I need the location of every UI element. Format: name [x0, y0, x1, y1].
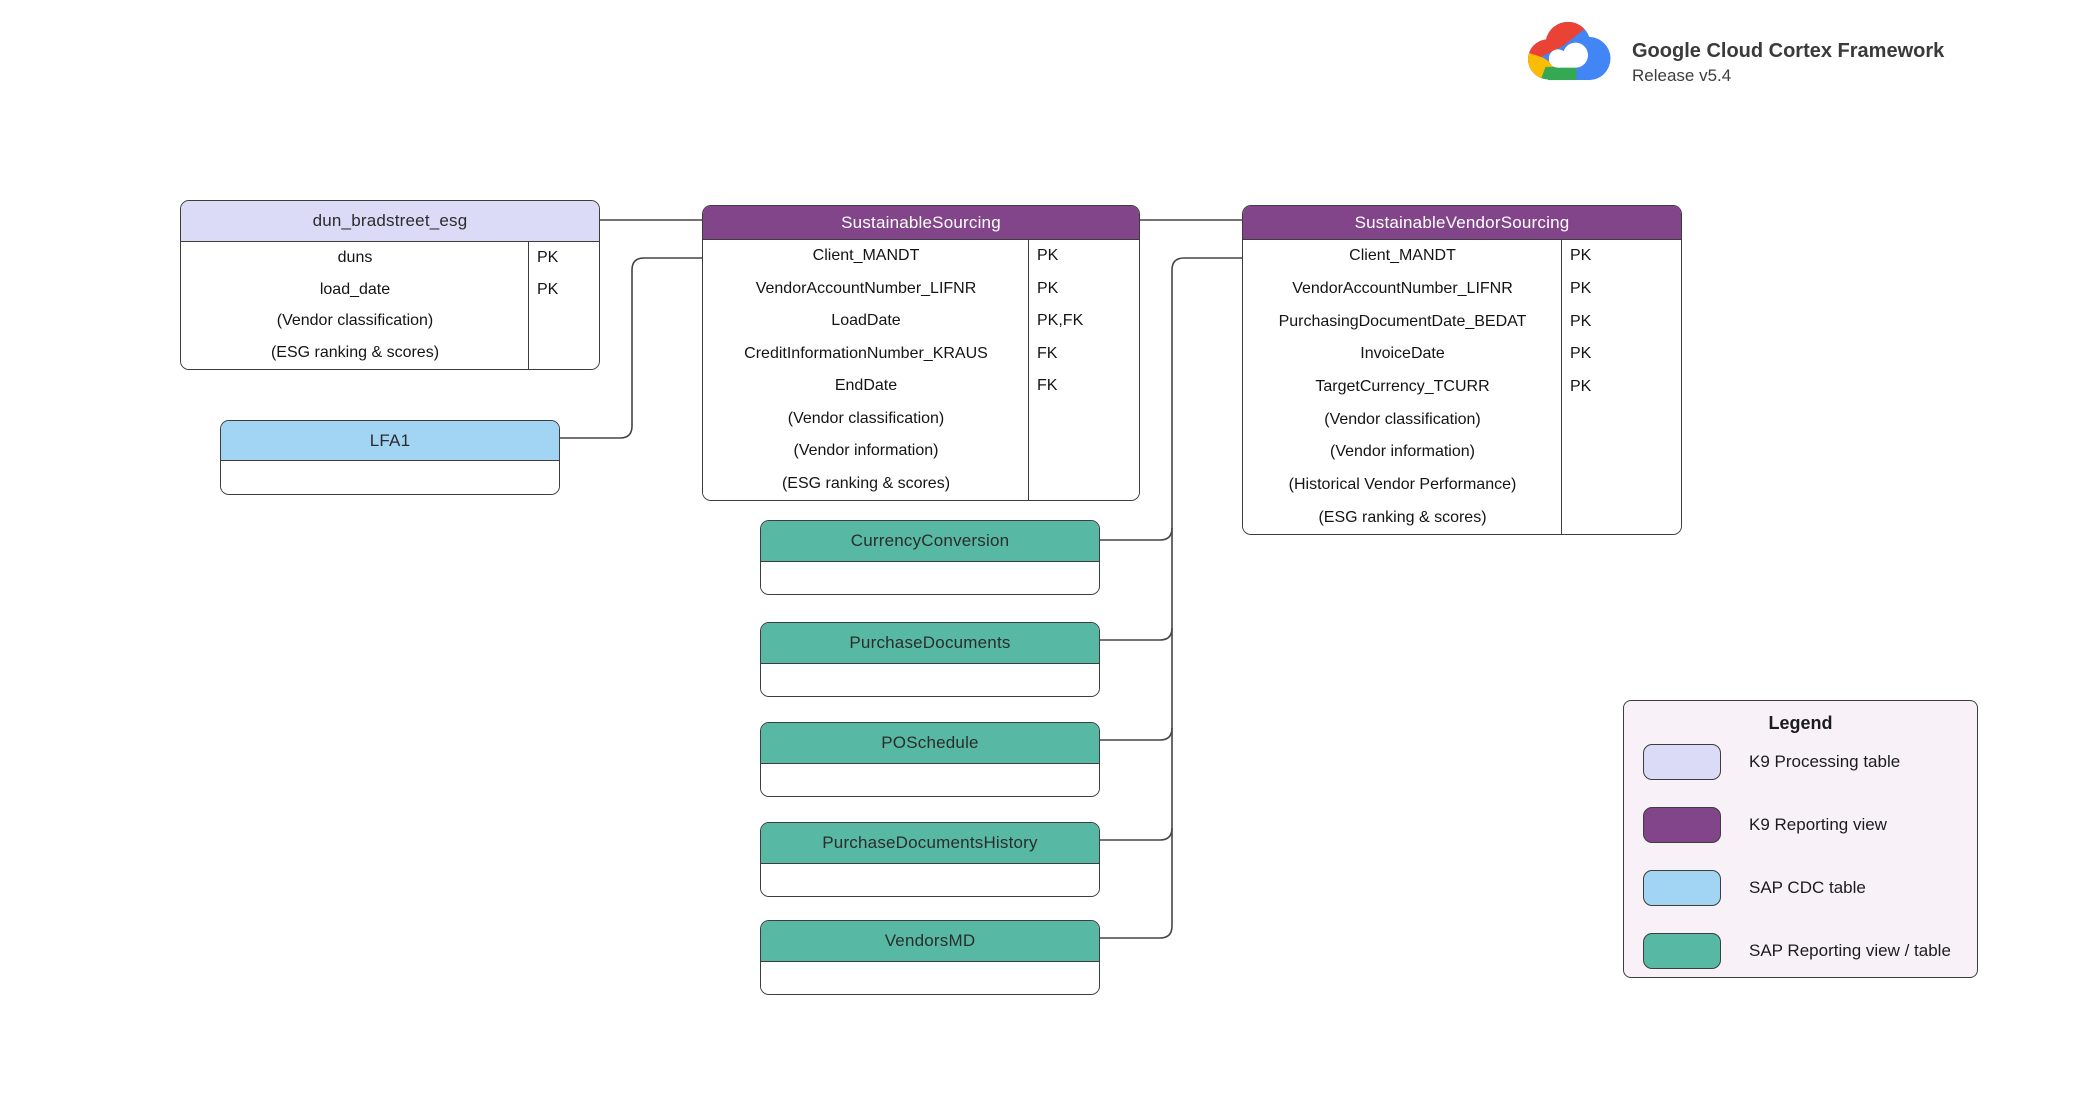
table-header-vendors-md: VendorsMD [761, 921, 1099, 962]
field-key: PK [537, 280, 559, 298]
field-name: (ESG ranking & scores) [781, 474, 951, 492]
table-row: EndDate FK [703, 370, 1139, 403]
k9-processing-swatch-icon [1643, 744, 1721, 780]
table-row: InvoiceDate PK [1243, 338, 1681, 371]
field-name: VendorAccountNumber_LIFNR [1292, 280, 1513, 297]
field-name: Client_MANDT [812, 247, 920, 265]
table-row: (Vendor information) [703, 435, 1139, 468]
table-row: (ESG ranking & scores) [1243, 501, 1681, 534]
field-key: PK [1037, 247, 1059, 265]
edge-po-schedule-branch [1100, 727, 1173, 741]
legend-item-k9-processing: K9 Processing table [1624, 744, 1977, 780]
table-row: TargetCurrency_TCURR PK [1243, 371, 1681, 404]
legend-title: Legend [1768, 713, 1833, 733]
field-key: PK [1570, 345, 1592, 363]
sap-cdc-swatch-icon [1643, 870, 1721, 906]
table-po-schedule: POSchedule [760, 722, 1100, 797]
table-row: (Vendor classification) [1243, 403, 1681, 436]
k9-reporting-swatch-icon [1643, 807, 1721, 843]
field-name: (Vendor information) [1330, 443, 1475, 461]
field-key: PK [1570, 378, 1592, 396]
field-name: (Vendor classification) [1324, 410, 1481, 428]
legend: Legend K9 Processing table K9 Reporting … [1623, 700, 1978, 978]
table-row: Client_MANDT PK [1243, 240, 1681, 273]
edge-currency-conversion-branch [1100, 527, 1173, 541]
field-key: PK [1570, 280, 1592, 297]
table-purchase-documents: PurchaseDocuments [760, 622, 1100, 697]
field-name: load_date [319, 280, 391, 298]
table-row: (ESG ranking & scores) [703, 468, 1139, 501]
field-name: EndDate [834, 377, 898, 395]
edge-purchase-documents-branch [1100, 627, 1173, 641]
field-name: PurchasingDocumentDate_BEDAT [1278, 312, 1527, 330]
field-name: CreditInformationNumber_KRAUS [744, 344, 988, 362]
field-name: (Vendor classification) [276, 312, 434, 330]
field-name: TargetCurrency_TCURR [1315, 378, 1490, 396]
field-name: duns [337, 248, 373, 266]
table-header-dun-bradstreet-esg: dun_bradstreet_esg [181, 201, 599, 242]
legend-item-sap-reporting: SAP Reporting view / table [1624, 933, 1977, 969]
field-name: (Vendor classification) [787, 409, 945, 427]
field-key: PK [1570, 312, 1592, 330]
sap-reporting-swatch-icon [1643, 933, 1721, 969]
table-row: LoadDate PK,FK [703, 305, 1139, 338]
brand-block: Google Cloud Cortex Framework Release v5… [1518, 6, 1944, 96]
field-name: (Historical Vendor Performance) [1288, 476, 1517, 494]
table-purchase-documents-history: PurchaseDocumentsHistory [760, 822, 1100, 897]
legend-label: SAP CDC table [1749, 878, 1866, 897]
table-header-po-schedule: POSchedule [761, 723, 1099, 764]
legend-item-sap-cdc: SAP CDC table [1624, 870, 1977, 906]
field-name: LoadDate [831, 312, 901, 330]
field-key: PK [1037, 279, 1059, 297]
table-header-sustainable-vendor-sourcing: SustainableVendorSourcing [1243, 206, 1681, 240]
table-currency-conversion: CurrencyConversion [760, 520, 1100, 595]
field-key: PK,FK [1037, 312, 1084, 330]
legend-label: K9 Processing table [1749, 752, 1901, 771]
field-key: FK [1037, 344, 1058, 362]
table-row: duns PK [181, 242, 599, 274]
table-row: (Vendor classification) [181, 306, 599, 338]
table-header-currency-conversion: CurrencyConversion [761, 521, 1099, 562]
field-name: (Vendor information) [793, 442, 939, 460]
table-row: (Vendor classification) [703, 403, 1139, 436]
brand-release-version: Release v5.4 [1632, 66, 1732, 85]
legend-item-k9-reporting: K9 Reporting view [1624, 807, 1977, 843]
field-key: PK [1570, 247, 1592, 265]
table-row: CreditInformationNumber_KRAUS FK [703, 338, 1139, 371]
field-name: (ESG ranking & scores) [270, 344, 440, 362]
table-vendors-md: VendorsMD [760, 920, 1100, 995]
field-key: FK [1037, 377, 1058, 395]
table-row: (Historical Vendor Performance) [1243, 469, 1681, 502]
field-name: VendorAccountNumber_LIFNR [755, 279, 977, 297]
table-row: (ESG ranking & scores) [181, 337, 599, 369]
legend-label: SAP Reporting view / table [1749, 941, 1951, 960]
field-name: InvoiceDate [1360, 345, 1445, 363]
table-sustainable-sourcing: SustainableSourcing Client_MANDT PK Vend… [702, 205, 1140, 501]
table-row: VendorAccountNumber_LIFNR PK [1243, 273, 1681, 306]
field-name: Client_MANDT [1349, 247, 1456, 265]
brand-title: Google Cloud Cortex Framework [1632, 40, 1945, 62]
table-row: load_date PK [181, 274, 599, 306]
table-header-purchase-documents: PurchaseDocuments [761, 623, 1099, 664]
table-header-lfa1: LFA1 [221, 421, 559, 461]
table-dun-bradstreet-esg: dun_bradstreet_esg duns PK load_date PK … [180, 200, 600, 370]
table-sustainable-vendor-sourcing: SustainableVendorSourcing Client_MANDT P… [1242, 205, 1682, 535]
field-name: (ESG ranking & scores) [1318, 508, 1487, 526]
table-header-purchase-documents-history: PurchaseDocumentsHistory [761, 823, 1099, 864]
table-row: Client_MANDT PK [703, 240, 1139, 273]
table-row: (Vendor information) [1243, 436, 1681, 469]
edge-purchase-documents-history-branch [1100, 827, 1173, 841]
table-lfa1: LFA1 [220, 420, 560, 495]
field-key: PK [537, 248, 559, 266]
table-row: VendorAccountNumber_LIFNR PK [703, 273, 1139, 306]
google-cloud-logo-icon [1528, 21, 1611, 81]
legend-label: K9 Reporting view [1749, 815, 1887, 834]
table-row: PurchasingDocumentDate_BEDAT PK [1243, 305, 1681, 338]
table-header-sustainable-sourcing: SustainableSourcing [703, 206, 1139, 240]
